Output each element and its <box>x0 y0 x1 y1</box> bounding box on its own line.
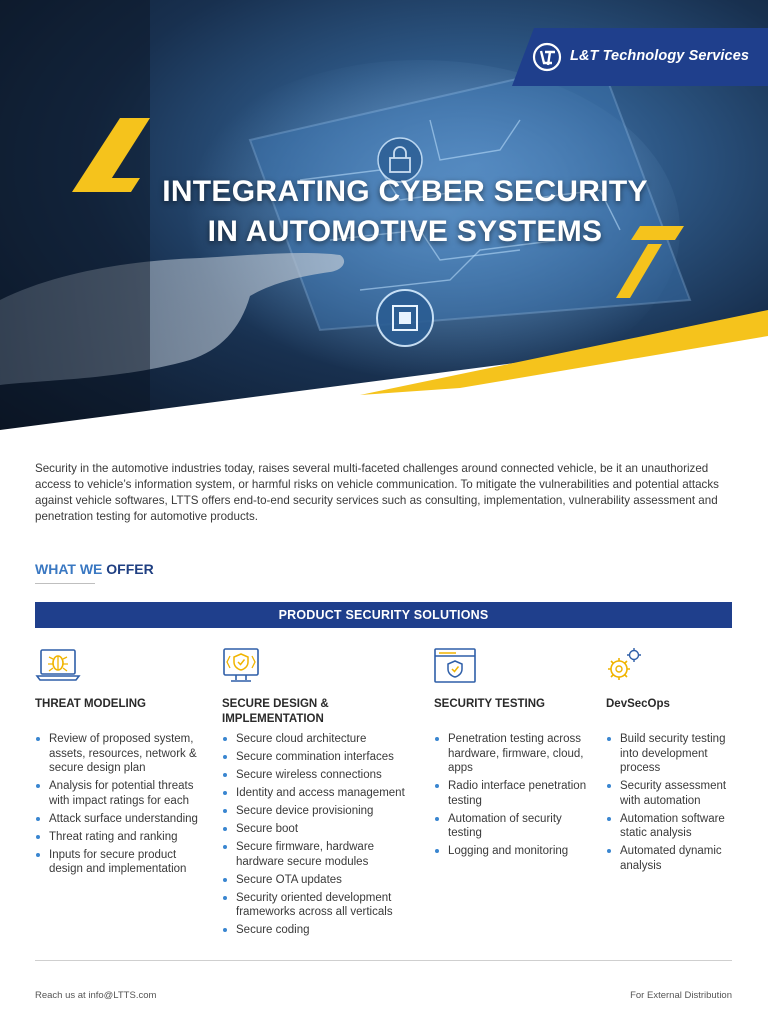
column-heading: THREAT MODELING <box>35 698 146 710</box>
list-item: Security oriented development frameworks… <box>222 891 417 920</box>
column-security-testing: SECURITY TESTING Penetration testing acr… <box>434 646 594 857</box>
list-item: Build security testing into development … <box>606 732 736 776</box>
list-item: Inputs for secure product design and imp… <box>35 848 205 877</box>
threat-modeling-list: Review of proposed system, assets, resou… <box>35 732 205 880</box>
security-testing-list: Penetration testing across hardware, fir… <box>434 732 594 862</box>
list-item: Secure OTA updates <box>222 873 417 888</box>
intro-paragraph: Security in the automotive industries to… <box>35 462 719 523</box>
list-item: Secure coding <box>222 923 417 938</box>
devsecops-list: Build security testing into development … <box>606 732 736 877</box>
secure-design-list: Secure cloud architecture Secure commina… <box>222 732 417 941</box>
column-threat-modeling: THREAT MODELING Review of proposed syste… <box>35 646 205 875</box>
brand-tab <box>512 28 768 86</box>
list-item: Logging and monitoring <box>434 844 594 859</box>
footer-contact: Reach us at info@LTTS.com <box>35 990 157 1001</box>
column-heading: SECURITY TESTING <box>434 698 545 710</box>
shield-monitor-icon <box>223 648 259 682</box>
column-heading: DevSecOps <box>606 698 670 710</box>
list-item: Automation software static analysis <box>606 812 736 841</box>
list-item: Review of proposed system, assets, resou… <box>35 732 205 776</box>
hero-title-line2: IN AUTOMOTIVE SYSTEMS <box>207 215 603 248</box>
hero-title: INTEGRATING CYBER SECURITY IN AUTOMOTIVE… <box>120 172 690 252</box>
lock-icon <box>377 137 423 183</box>
list-item: Identity and access management <box>222 786 417 801</box>
brand-name: L&T Technology Services <box>570 48 750 64</box>
list-item: Automation of security testing <box>434 812 594 841</box>
list-item: Penetration testing across hardware, fir… <box>434 732 594 776</box>
lt-logo-icon <box>532 42 562 72</box>
list-item: Secure boot <box>222 822 417 837</box>
list-item: Secure device provisioning <box>222 804 417 819</box>
column-secure-design: SECURE DESIGN & IMPLEMENTATION Secure cl… <box>222 646 417 936</box>
section-band: PRODUCT SECURITY SOLUTIONS <box>35 602 732 628</box>
column-devsecops: DevSecOps Build security testing into de… <box>606 646 736 872</box>
hero-artwork <box>0 0 768 430</box>
bug-laptop-icon <box>35 649 81 681</box>
column-heading: SECURE DESIGN & IMPLEMENTATION <box>222 698 329 725</box>
gears-icon <box>608 648 641 680</box>
list-item: Analysis for potential threats with impa… <box>35 779 205 808</box>
list-item: Secure cloud architecture <box>222 732 417 747</box>
list-item: Secure wireless connections <box>222 768 417 783</box>
list-item: Attack surface understanding <box>35 812 205 827</box>
chip-icon <box>376 289 434 347</box>
list-item: Radio interface penetration testing <box>434 779 594 808</box>
shield-window-icon <box>434 648 476 683</box>
hero-title-line1: INTEGRATING CYBER SECURITY <box>162 175 648 208</box>
list-item: Secure commination interfaces <box>222 750 417 765</box>
list-item: Threat rating and ranking <box>35 830 205 845</box>
footer-distribution-note: For External Distribution <box>630 990 732 1001</box>
list-item: Security assessment with automation <box>606 779 736 808</box>
list-item: Secure firmware, hardware hardware secur… <box>222 840 382 869</box>
heading-what-we: WHAT WE <box>35 561 103 577</box>
footer-divider <box>35 960 732 961</box>
heading-offer: OFFER <box>106 561 154 577</box>
heading-underline <box>35 583 95 584</box>
what-we-offer-heading: WHAT WE OFFER <box>35 561 154 577</box>
list-item: Automated dynamic analysis <box>606 844 736 873</box>
